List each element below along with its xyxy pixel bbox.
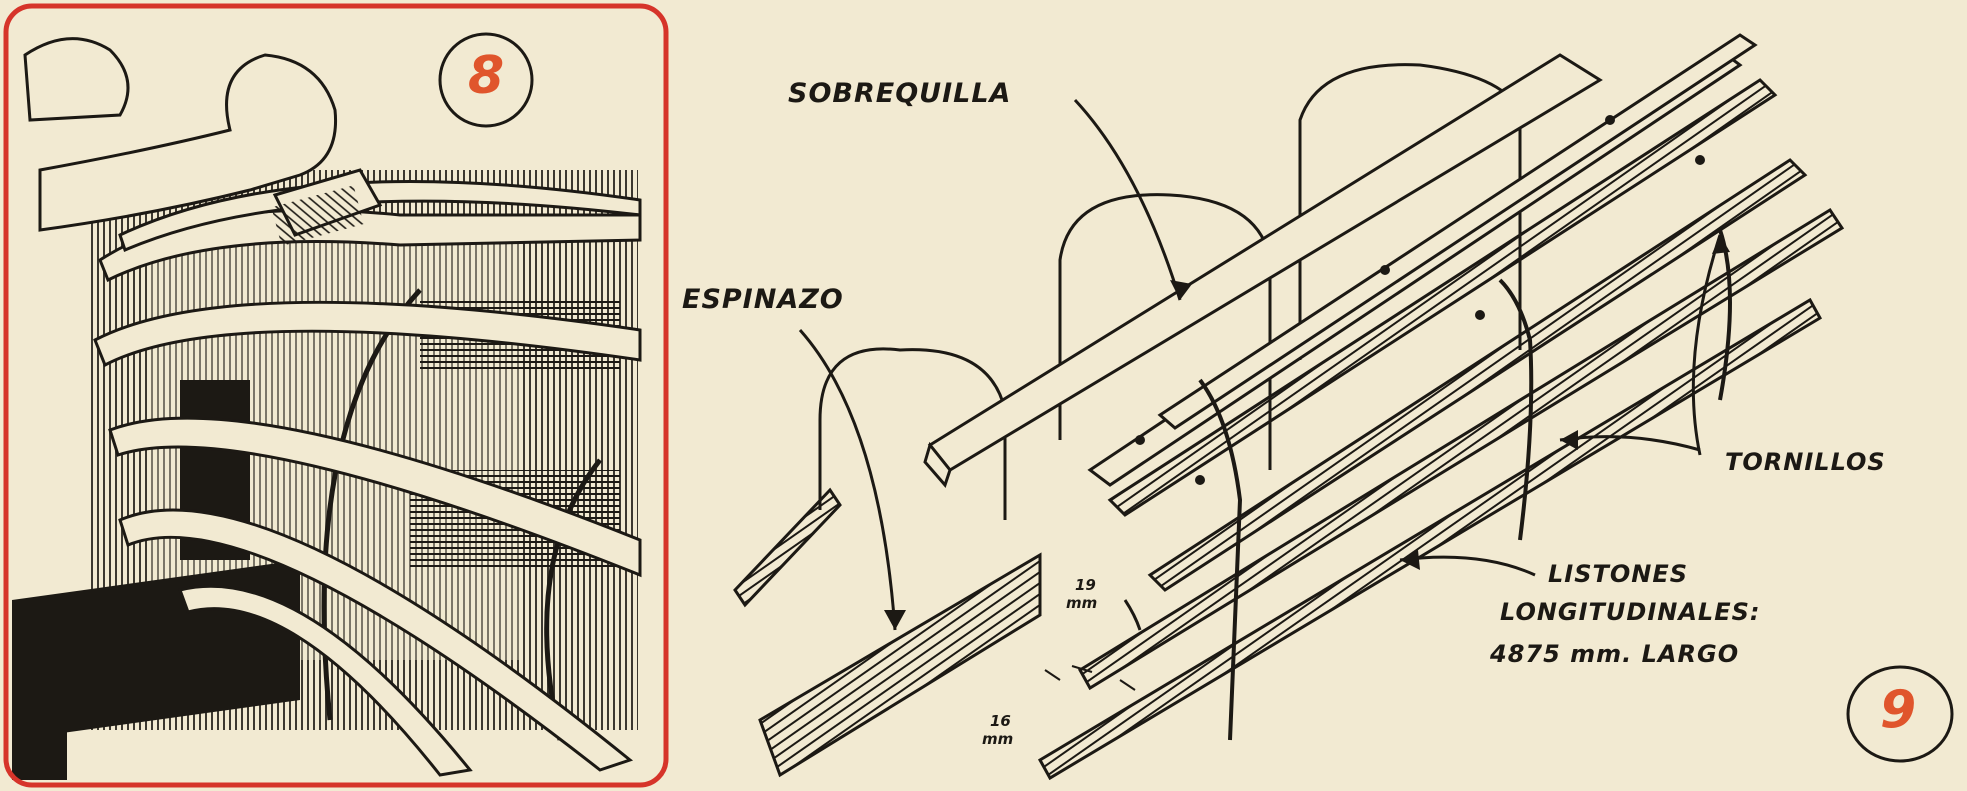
dimension-16-unit: mm — [982, 730, 1014, 748]
panel-9-drawing — [733, 33, 1845, 781]
panel-9-number: 9 — [1880, 680, 1917, 740]
panel-8-frame — [3, 3, 669, 788]
label-tornillos: TORNILLOS — [1725, 448, 1886, 476]
dimension-16: 16 — [990, 712, 1011, 730]
dimension-19-unit: mm — [1066, 594, 1098, 612]
label-sobrequilla: SOBREQUILLA — [788, 78, 1012, 109]
panel-8-number: 8 — [468, 46, 505, 106]
panel-8-drawing — [12, 37, 642, 780]
label-listones-line2: LONGITUDINALES: — [1500, 598, 1761, 626]
panel-8-number-circle — [438, 32, 534, 128]
label-listones-line1: LISTONES — [1548, 560, 1689, 588]
dimension-19: 19 — [1075, 576, 1096, 594]
panel-9-number-circle — [1846, 665, 1954, 763]
label-espinazo: ESPINAZO — [682, 284, 844, 315]
label-listones-line3: 4875 mm. LARGO — [1490, 640, 1740, 668]
